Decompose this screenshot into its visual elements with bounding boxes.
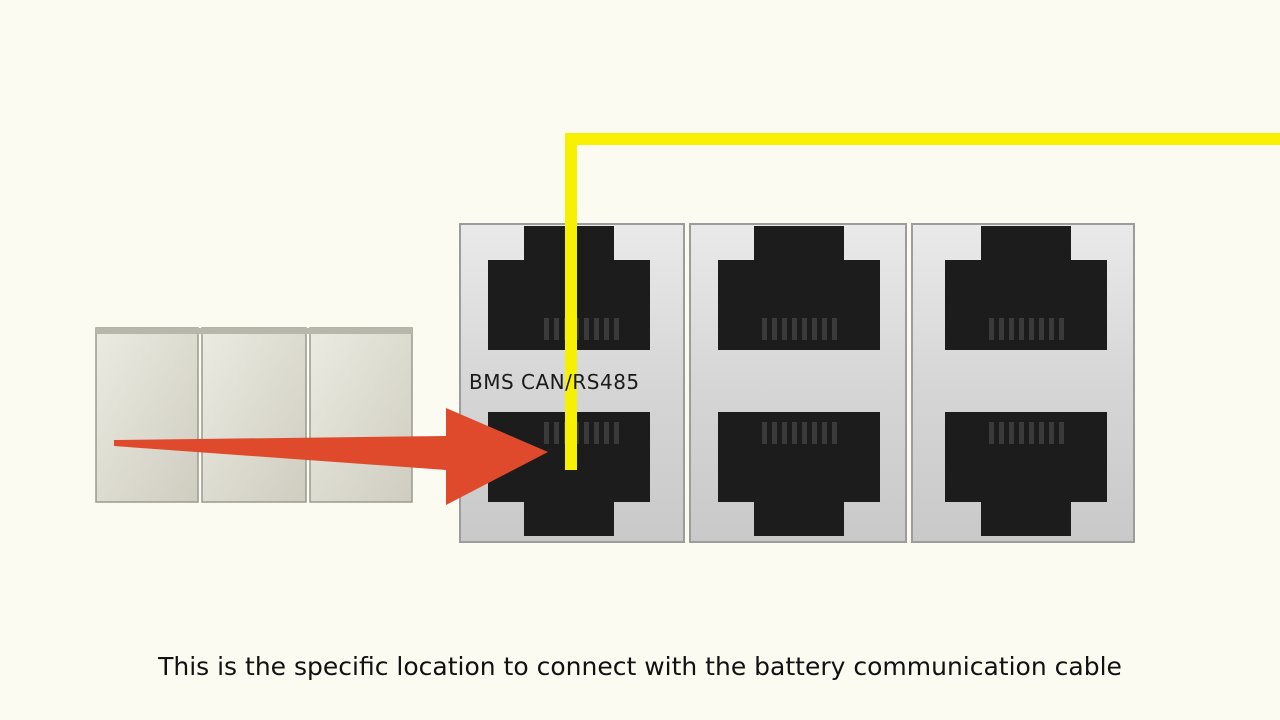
rj45-plug (95, 327, 199, 503)
rj45-plug (201, 327, 307, 503)
rj45-plug (309, 327, 413, 503)
rj45-jack-bottom-3 (945, 412, 1107, 536)
port-label: BMS CAN/RS485 (469, 370, 640, 394)
arrow-right-icon (114, 408, 548, 505)
rj45-jack-bottom-2 (718, 412, 880, 536)
cable-icon (565, 133, 1280, 470)
rj45-jack-top-2 (718, 226, 880, 350)
rj45-plug-group (95, 327, 413, 503)
rj45-jack-top-3 (945, 226, 1107, 350)
caption: This is the specific location to connect… (158, 652, 1122, 681)
